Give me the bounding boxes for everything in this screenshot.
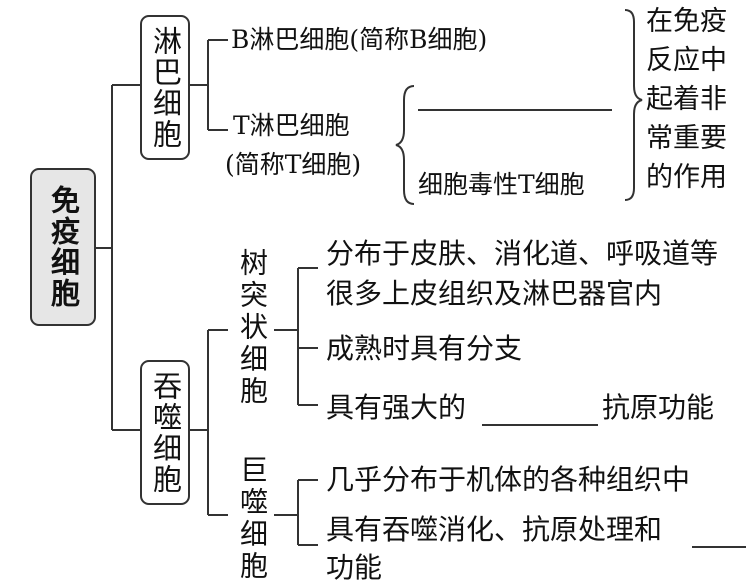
role-line-1: 在免疫: [646, 6, 727, 37]
macrophage-label: 巨噬细胞: [236, 455, 269, 583]
dendritic-fact-3a: 具有强大的: [326, 391, 467, 424]
dendritic-fact-1b: 很多上皮组织及淋巴器官内: [326, 277, 663, 310]
dendritic-fact-2: 成熟时具有分支: [326, 332, 523, 365]
role-line-3: 起着非: [646, 84, 727, 115]
lymphocyte-label: 淋巴细胞: [148, 25, 183, 150]
dendritic-cell-label: 树突状细胞: [236, 248, 269, 408]
phagocyte-box: 吞噬细胞: [140, 360, 190, 505]
root-label: 免疫细胞: [46, 185, 81, 309]
macrophage-fact-2a: 具有吞噬消化、抗原处理和: [326, 513, 663, 546]
role-brace: [624, 9, 643, 201]
macrophage-fact-1: 几乎分布于机体的各种组织中: [326, 463, 691, 496]
lymphocyte-box: 淋巴细胞: [140, 15, 190, 160]
role-line-4: 常重要: [646, 123, 727, 154]
t-cell-label-line2: (简称T细胞): [225, 150, 362, 179]
macrophage-fact-2b: 功能: [326, 551, 383, 584]
dendritic-fact-3b: 抗原功能: [602, 391, 715, 424]
role-line-2: 反应中: [646, 45, 727, 76]
cytotoxic-t-cell-label: 细胞毒性T细胞: [418, 170, 585, 199]
phagocyte-label: 吞噬细胞: [148, 370, 183, 495]
dendritic-fact-1a: 分布于皮肤、消化道、呼吸道等: [326, 237, 719, 270]
root-box: 免疫细胞: [30, 168, 96, 326]
t-cell-brace: [395, 85, 415, 205]
b-cell-label: B淋巴细胞(简称B细胞): [231, 25, 488, 54]
role-line-5: 的作用: [646, 162, 727, 193]
t-cell-label-line1: T淋巴细胞: [233, 111, 350, 140]
